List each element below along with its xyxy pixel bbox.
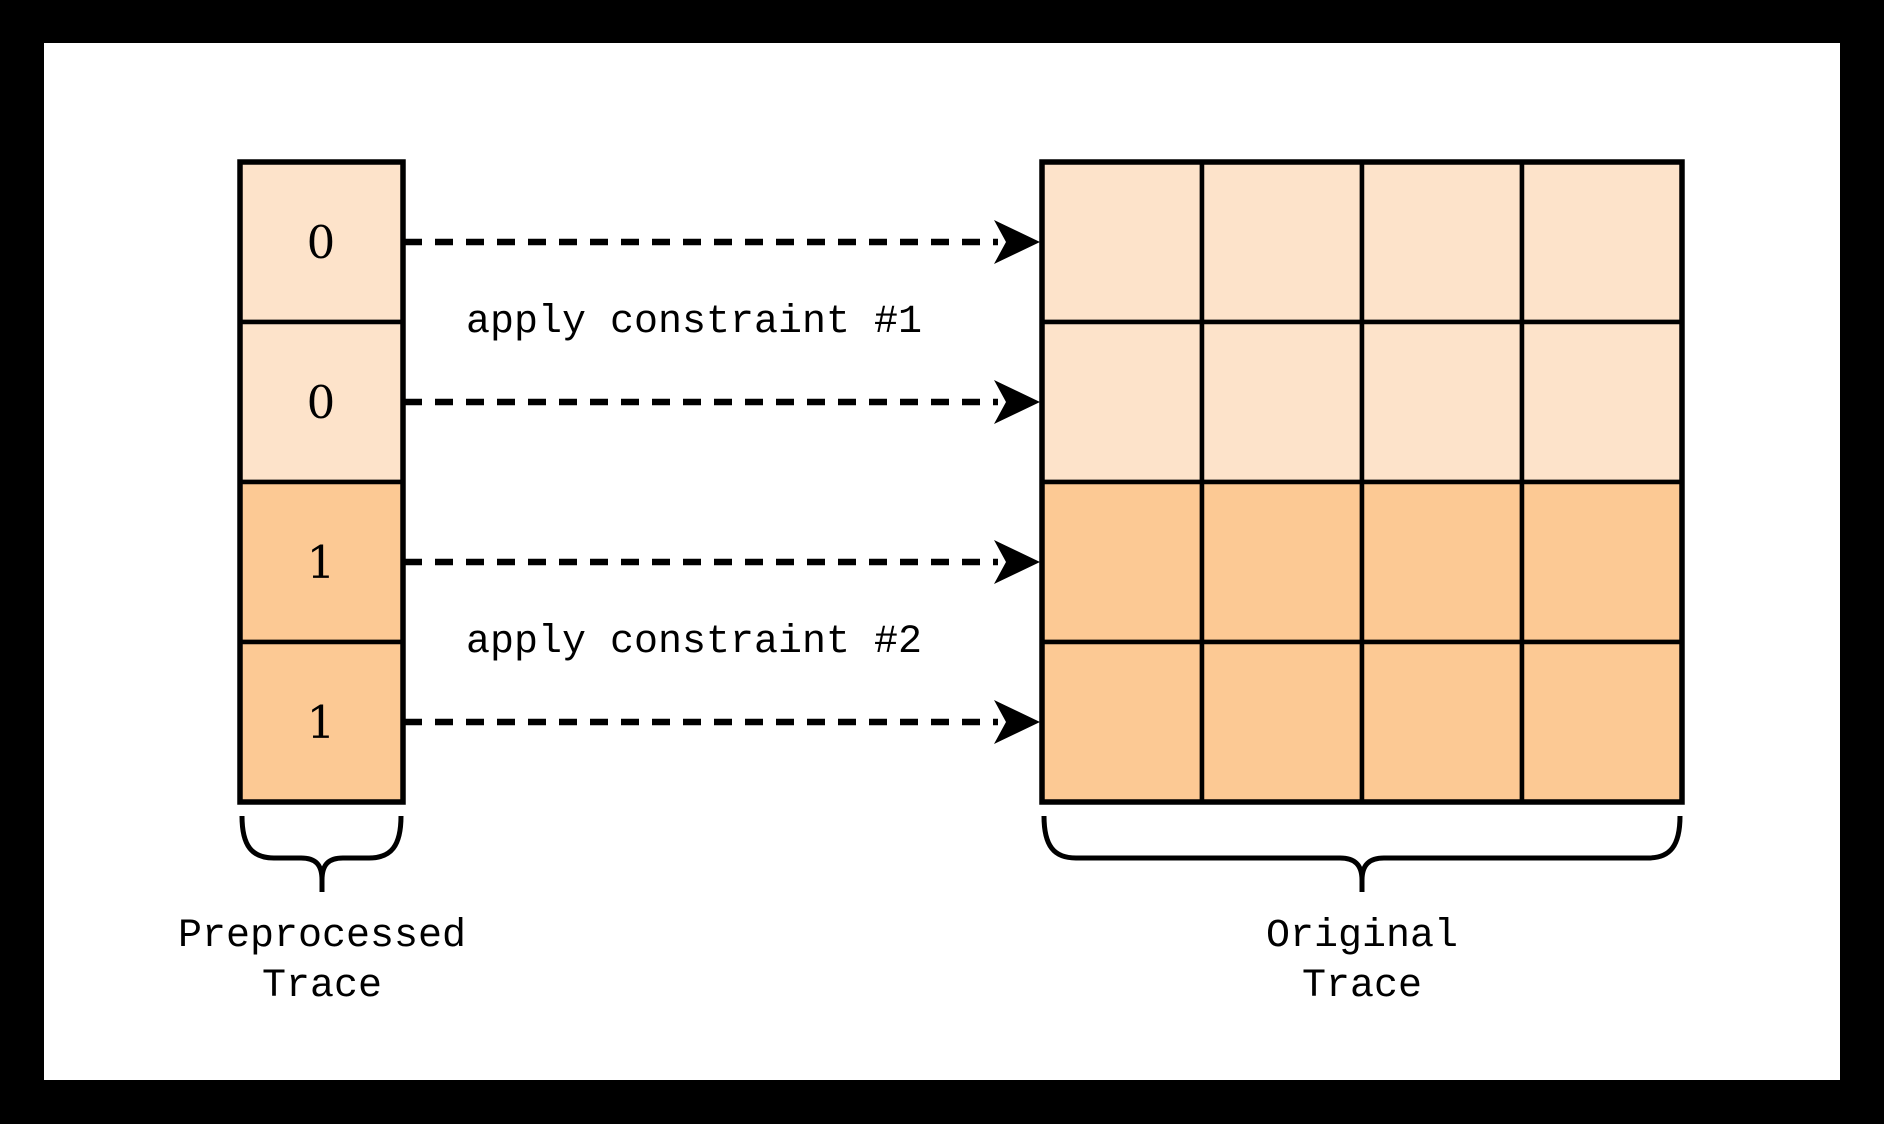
preprocessed-trace-column: 0 0 1 1 <box>237 159 406 805</box>
arrow-head-3 <box>994 540 1040 584</box>
original-cell-r2c4 <box>1519 319 1685 485</box>
preprocessed-cell-1 <box>237 159 406 325</box>
original-brace <box>1041 815 1683 892</box>
arrow-head-4 <box>994 700 1040 744</box>
arrow-head-1 <box>994 220 1040 264</box>
preprocessed-cell-value-3: 1 <box>307 536 336 589</box>
original-cell-r1c4 <box>1519 159 1685 325</box>
apply-constraint-1-label: apply constraint #1 <box>466 300 922 345</box>
preprocessed-brace <box>239 815 404 892</box>
original-cell-r2c1 <box>1039 319 1205 485</box>
original-cell-r3c2 <box>1199 479 1365 645</box>
preprocessed-cell-value-1: 0 <box>307 216 336 269</box>
original-cell-r4c2 <box>1199 639 1365 805</box>
preprocessed-cell-3 <box>237 479 406 645</box>
original-cell-r4c3 <box>1359 639 1525 805</box>
apply-constraint-2-label: apply constraint #2 <box>466 620 922 665</box>
original-cell-r1c3 <box>1359 159 1525 325</box>
original-trace-grid <box>1039 159 1685 805</box>
original-trace-label: Original Trace <box>1266 914 1458 1009</box>
original-cell-r2c3 <box>1359 319 1525 485</box>
original-cell-r3c4 <box>1519 479 1685 645</box>
original-grid-border <box>1039 159 1685 805</box>
original-cell-r3c3 <box>1359 479 1525 645</box>
original-cell-r1c2 <box>1199 159 1365 325</box>
original-label-line1: Original <box>1266 914 1458 959</box>
original-cell-r4c4 <box>1519 639 1685 805</box>
original-cell-r4c1 <box>1039 639 1205 805</box>
preprocessed-cell-value-4: 1 <box>307 696 336 749</box>
preprocessed-cell-value-2: 0 <box>307 376 336 429</box>
mapping-arrows <box>404 220 1040 744</box>
arrow-head-2 <box>994 380 1040 424</box>
original-cell-r2c2 <box>1199 319 1365 485</box>
preprocessed-label-line1: Preprocessed <box>178 914 466 959</box>
original-cell-r1c1 <box>1039 159 1205 325</box>
preprocessed-trace-label: Preprocessed Trace <box>178 914 466 1009</box>
preprocessed-column-border <box>237 159 406 805</box>
original-label-line2: Trace <box>1302 964 1422 1009</box>
preprocessed-label-line2: Trace <box>262 964 382 1009</box>
preprocessed-cell-2 <box>237 319 406 485</box>
original-cell-r3c1 <box>1039 479 1205 645</box>
